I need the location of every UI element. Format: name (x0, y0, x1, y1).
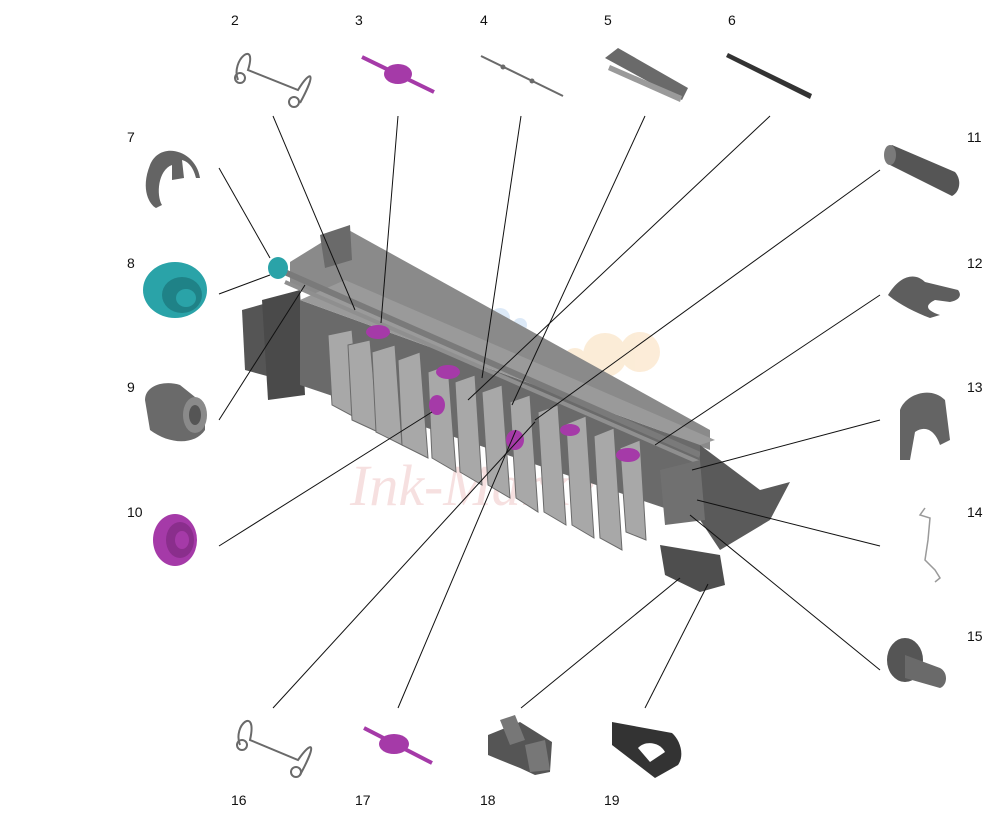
part-10-gear (153, 514, 197, 566)
part-7-e-clip (145, 150, 200, 208)
leader-5 (511, 115, 646, 406)
leader-2 (272, 115, 356, 311)
leader-13 (691, 419, 881, 471)
callout-7: 7 (127, 129, 135, 145)
callout-15: 15 (967, 628, 983, 644)
part-5-bracket (605, 48, 688, 102)
leader-6 (467, 115, 771, 401)
callout-16: 16 (231, 792, 247, 808)
part-8-bushing (143, 262, 207, 318)
leader-12 (654, 294, 881, 446)
part-19-cover (612, 722, 682, 778)
part-3-roller (361, 55, 435, 94)
part-6-strip (726, 53, 812, 99)
leader-8 (218, 274, 271, 295)
callout-2: 2 (231, 12, 239, 28)
leader-14 (696, 499, 881, 547)
leader-7 (218, 167, 271, 259)
part-16-spring (236, 719, 313, 778)
callout-10: 10 (127, 504, 143, 520)
part-11-sleeve (884, 145, 960, 196)
callout-13: 13 (967, 379, 983, 395)
part-4-shaft (480, 55, 564, 97)
callout-12: 12 (967, 255, 983, 271)
main-assembly (242, 225, 790, 592)
leader-10 (218, 411, 433, 547)
part-17-roller (363, 726, 433, 765)
callout-8: 8 (127, 255, 135, 271)
callout-4: 4 (480, 12, 488, 28)
leader-19 (644, 583, 709, 709)
callout-3: 3 (355, 12, 363, 28)
callout-5: 5 (604, 12, 612, 28)
part-2-spring (234, 52, 312, 108)
callout-6: 6 (728, 12, 736, 28)
part-13-c-clip (900, 392, 950, 460)
part-9-bushing (145, 383, 207, 442)
callout-17: 17 (355, 792, 371, 808)
leader-lines (218, 115, 881, 709)
part-15-knob (887, 638, 946, 688)
part-18-block (488, 715, 552, 775)
callout-19: 19 (604, 792, 620, 808)
callout-14: 14 (967, 504, 983, 520)
leader-9 (218, 284, 306, 421)
leader-17 (397, 429, 517, 709)
callout-9: 9 (127, 379, 135, 395)
leader-16 (272, 421, 536, 709)
leader-15 (689, 514, 881, 671)
leader-4 (481, 115, 522, 379)
part-14-wire-spring (918, 507, 941, 583)
callout-11: 11 (967, 129, 982, 145)
leader-11 (534, 169, 881, 421)
leader-3 (380, 115, 399, 324)
leader-18 (520, 577, 681, 709)
callout-18: 18 (480, 792, 496, 808)
part-12-clip (888, 276, 960, 318)
